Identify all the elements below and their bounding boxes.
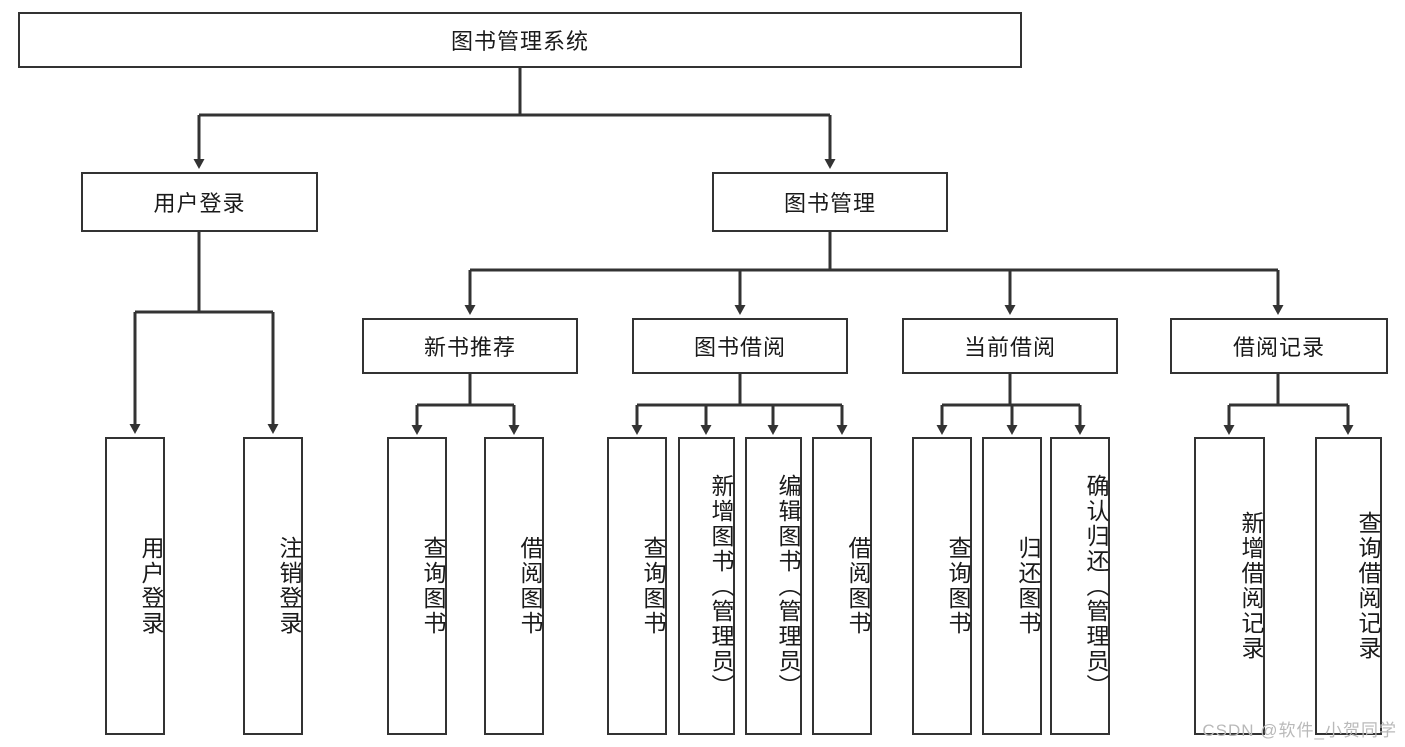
leaf-borrow-edit-book-admin[interactable]: 编辑图书（管理员） [745, 437, 802, 735]
csdn-watermark: CSDN @软件_小贺同学 [1202, 721, 1397, 740]
node-label: 用户登录 [138, 536, 164, 636]
node-book-management-module[interactable]: 图书管理 [712, 172, 948, 232]
node-label: 图书管理系统 [450, 29, 589, 54]
node-label: 借阅图书 [845, 536, 871, 636]
node-label: 新增图书（管理员） [708, 473, 734, 699]
node-borrow-record[interactable]: 借阅记录 [1170, 318, 1388, 374]
node-current-borrow[interactable]: 当前借阅 [902, 318, 1118, 374]
leaf-current-confirm-return-admin[interactable]: 确认归还（管理员） [1050, 437, 1110, 735]
node-label: 新书推荐 [423, 335, 516, 360]
leaf-current-return-books[interactable]: 归还图书 [982, 437, 1042, 735]
node-label: 借阅图书 [517, 536, 543, 636]
node-label: 当前借阅 [963, 335, 1056, 360]
node-label: 用户登录 [153, 191, 246, 216]
node-label: 查询图书 [945, 536, 971, 636]
node-new-book-recommend[interactable]: 新书推荐 [362, 318, 578, 374]
leaf-record-add-record[interactable]: 新增借阅记录 [1194, 437, 1265, 735]
node-root-system[interactable]: 图书管理系统 [18, 12, 1022, 68]
leaf-user-login[interactable]: 用户登录 [105, 437, 165, 735]
node-label: 新增借阅记录 [1238, 511, 1264, 661]
leaf-borrow-query-books[interactable]: 查询图书 [607, 437, 667, 735]
node-label: 查询借阅记录 [1355, 511, 1381, 661]
leaf-borrow-add-book-admin[interactable]: 新增图书（管理员） [678, 437, 735, 735]
leaf-current-query-books[interactable]: 查询图书 [912, 437, 972, 735]
leaf-newbook-query-books[interactable]: 查询图书 [387, 437, 447, 735]
node-book-borrow[interactable]: 图书借阅 [632, 318, 848, 374]
leaf-user-logout[interactable]: 注销登录 [243, 437, 303, 735]
node-user-login-module[interactable]: 用户登录 [81, 172, 318, 232]
node-label: 注销登录 [276, 536, 302, 636]
leaf-borrow-borrow-books[interactable]: 借阅图书 [812, 437, 872, 735]
node-label: 借阅记录 [1232, 335, 1325, 360]
node-label: 查询图书 [420, 536, 446, 636]
node-label: 图书借阅 [693, 335, 786, 360]
node-label: 编辑图书（管理员） [775, 473, 801, 699]
node-label: 归还图书 [1015, 536, 1041, 636]
leaf-record-query-record[interactable]: 查询借阅记录 [1315, 437, 1382, 735]
node-label: 确认归还（管理员） [1083, 473, 1109, 699]
node-label: 图书管理 [783, 191, 876, 216]
leaf-newbook-borrow-books[interactable]: 借阅图书 [484, 437, 544, 735]
node-label: 查询图书 [640, 536, 666, 636]
